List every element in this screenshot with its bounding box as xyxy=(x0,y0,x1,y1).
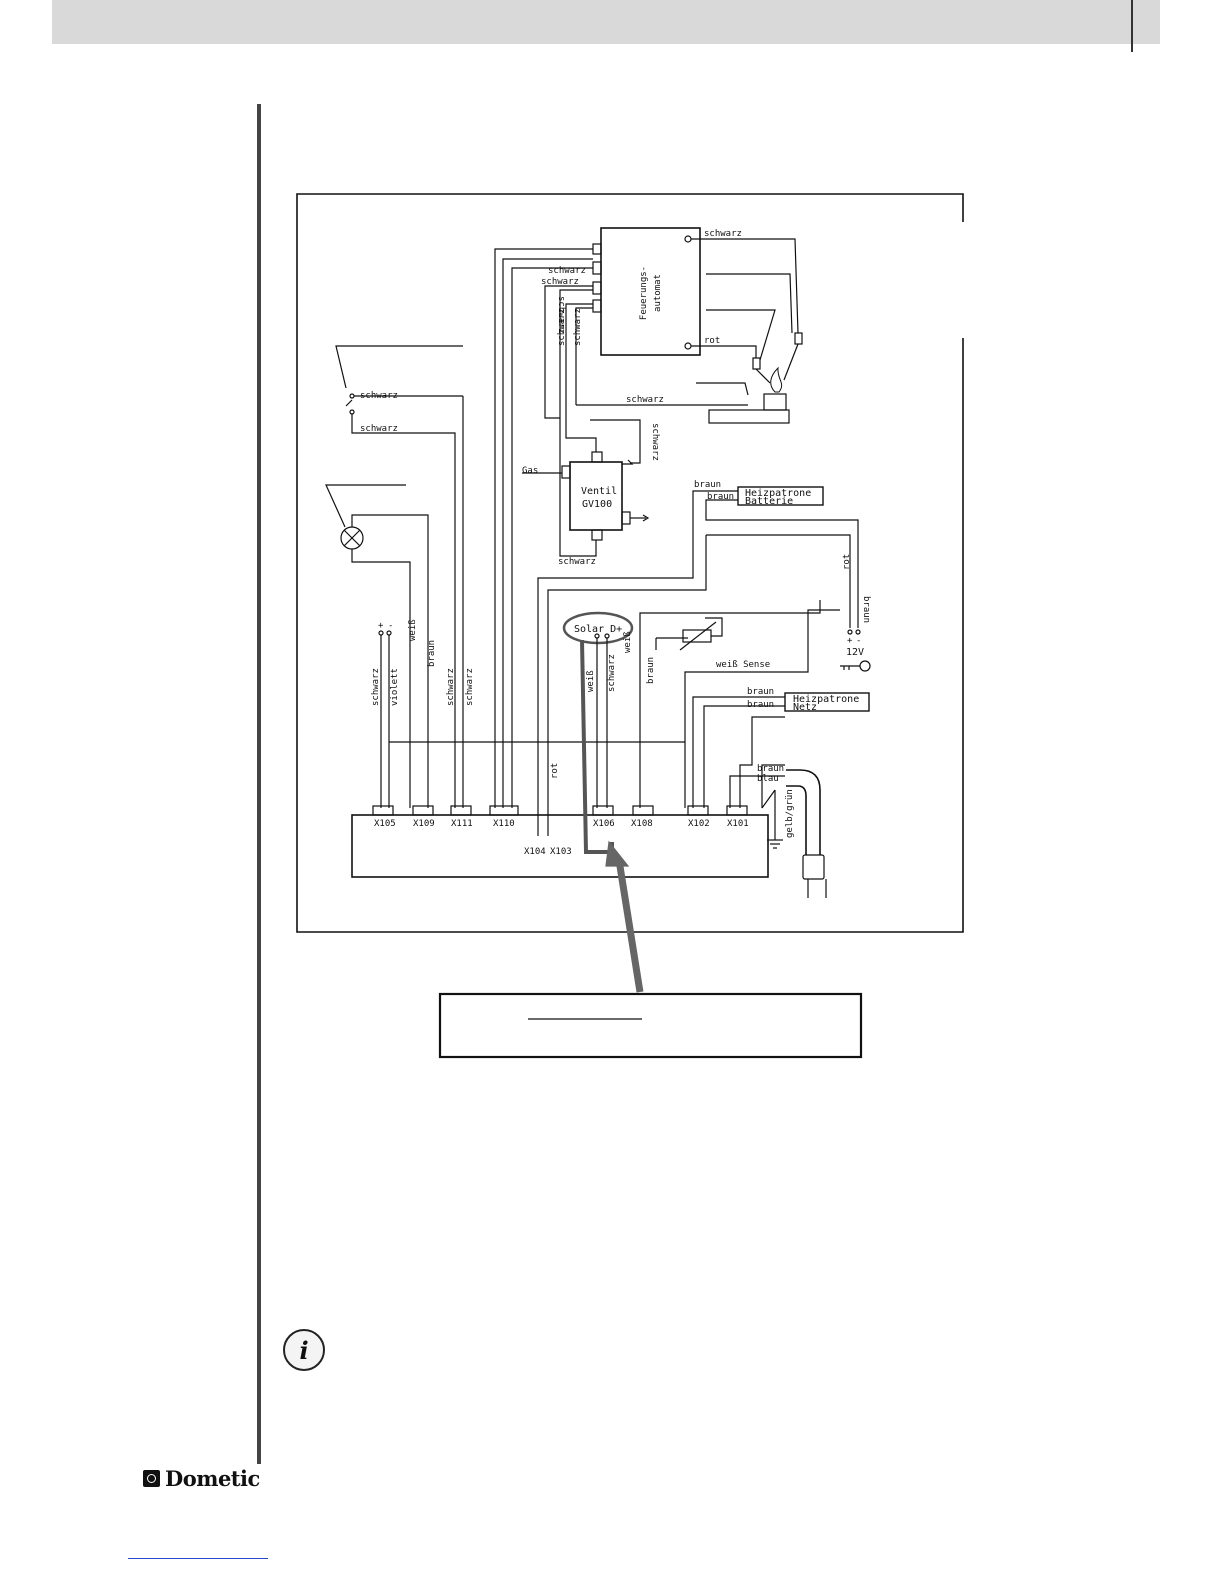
label-braun: braun xyxy=(747,687,774,697)
burner-base xyxy=(708,409,790,424)
heizpatrone-batterie-box xyxy=(737,486,824,506)
pointer-arrow xyxy=(615,859,644,993)
label-schwarz: schwarz xyxy=(556,296,566,334)
connector-x105 xyxy=(372,805,394,816)
label-plus: + xyxy=(378,621,384,631)
header-tick-mark xyxy=(1131,0,1133,52)
label-feuerungsautomat-2: automat xyxy=(653,274,663,312)
label-solar: Solar D+ xyxy=(574,624,622,635)
label-x111: X111 xyxy=(451,819,473,829)
label-schwarz: schwarz xyxy=(446,668,456,706)
label-braun: braun xyxy=(707,492,734,502)
control-board xyxy=(351,814,769,878)
header-bar xyxy=(52,0,1160,44)
label-weiss: weiß xyxy=(586,670,596,692)
label-plus: + xyxy=(847,636,853,646)
label-rot: rot xyxy=(842,554,852,570)
connector-x109 xyxy=(412,805,434,816)
label-braun: braun xyxy=(861,596,871,623)
label-schwarz: schwarz xyxy=(704,229,742,239)
label-braun: braun xyxy=(646,657,656,684)
label-schwarz: schwarz xyxy=(541,277,579,287)
footer-link-underline[interactable] xyxy=(128,1558,268,1559)
label-x101: X101 xyxy=(727,819,749,829)
label-schwarz: schwarz xyxy=(626,395,664,405)
brand-name: Dometic xyxy=(165,1465,260,1491)
label-braun: braun xyxy=(747,700,774,710)
label-schwarz: schwarz xyxy=(557,308,567,346)
label-schwarz: schwarz xyxy=(573,308,583,346)
label-minus: - xyxy=(388,621,393,631)
label-rot: rot xyxy=(550,763,560,779)
label-x109: X109 xyxy=(413,819,435,829)
label-ventil-2: GV100 xyxy=(582,499,612,510)
label-x108: X108 xyxy=(631,819,653,829)
label-minus: - xyxy=(856,636,861,646)
feuerungsautomat-box xyxy=(600,227,701,356)
label-heizpatrone-batterie: Heizpatrone xyxy=(745,488,811,499)
label-x105: X105 xyxy=(374,819,396,829)
label-heizpatrone-netz: Heizpatrone xyxy=(793,694,859,705)
label-schwarz: schwarz xyxy=(607,654,617,692)
label-gas: Gas xyxy=(522,466,538,476)
label-ventil-1: Ventil xyxy=(581,486,617,497)
margin-rule xyxy=(257,104,261,1464)
label-weiss: weiß xyxy=(623,631,633,653)
diagram-frame xyxy=(296,193,964,933)
label-x103: X103 xyxy=(550,847,572,857)
label-weiss-sense: weiß Sense xyxy=(716,660,770,670)
solar-highlight-ring xyxy=(562,611,634,645)
dometic-logo-mark xyxy=(143,1469,160,1487)
burner-pilot xyxy=(763,393,787,411)
label-schwarz: schwarz xyxy=(558,557,596,567)
info-icon: i xyxy=(283,1329,325,1371)
label-violett: violett xyxy=(390,668,400,706)
connector-x110 xyxy=(489,805,519,816)
heizpatrone-netz-box xyxy=(784,692,870,712)
label-x110: X110 xyxy=(493,819,515,829)
label-x104: X104 xyxy=(524,847,546,857)
label-rot: rot xyxy=(704,336,720,346)
connector-x108 xyxy=(632,805,654,816)
label-braun: braun xyxy=(694,480,721,490)
label-schwarz: schwarz xyxy=(548,266,586,276)
label-braun: braun xyxy=(757,764,784,774)
label-schwarz: schwarz xyxy=(360,424,398,434)
diagram-labels: Feuerungs- automat schwarz rot schwarz s… xyxy=(360,229,871,857)
label-netz: Netz xyxy=(793,702,817,713)
dometic-logo: Dometic xyxy=(143,1464,260,1492)
connector-x106 xyxy=(592,805,614,816)
label-schwarz: schwarz xyxy=(360,391,398,401)
connector-x111 xyxy=(450,805,472,816)
label-x102: X102 xyxy=(688,819,710,829)
label-feuerungsautomat-1: Feuerungs- xyxy=(639,266,649,320)
label-gelbgruen: gelb/grün xyxy=(785,789,795,838)
label-weiss: weiß xyxy=(408,619,418,641)
label-schwarz: schwarz xyxy=(650,423,660,461)
label-12v: 12V xyxy=(846,647,864,658)
label-braun: braun xyxy=(427,640,437,667)
callout-box xyxy=(438,992,863,1059)
label-batterie: Batterie xyxy=(745,496,793,507)
connector-x101 xyxy=(726,805,748,816)
connector-x102 xyxy=(687,805,709,816)
label-blau: blau xyxy=(757,774,779,784)
label-schwarz: schwarz xyxy=(465,668,475,706)
ntc-sensor xyxy=(682,629,712,643)
label-schwarz: schwarz xyxy=(371,668,381,706)
label-x106: X106 xyxy=(593,819,615,829)
